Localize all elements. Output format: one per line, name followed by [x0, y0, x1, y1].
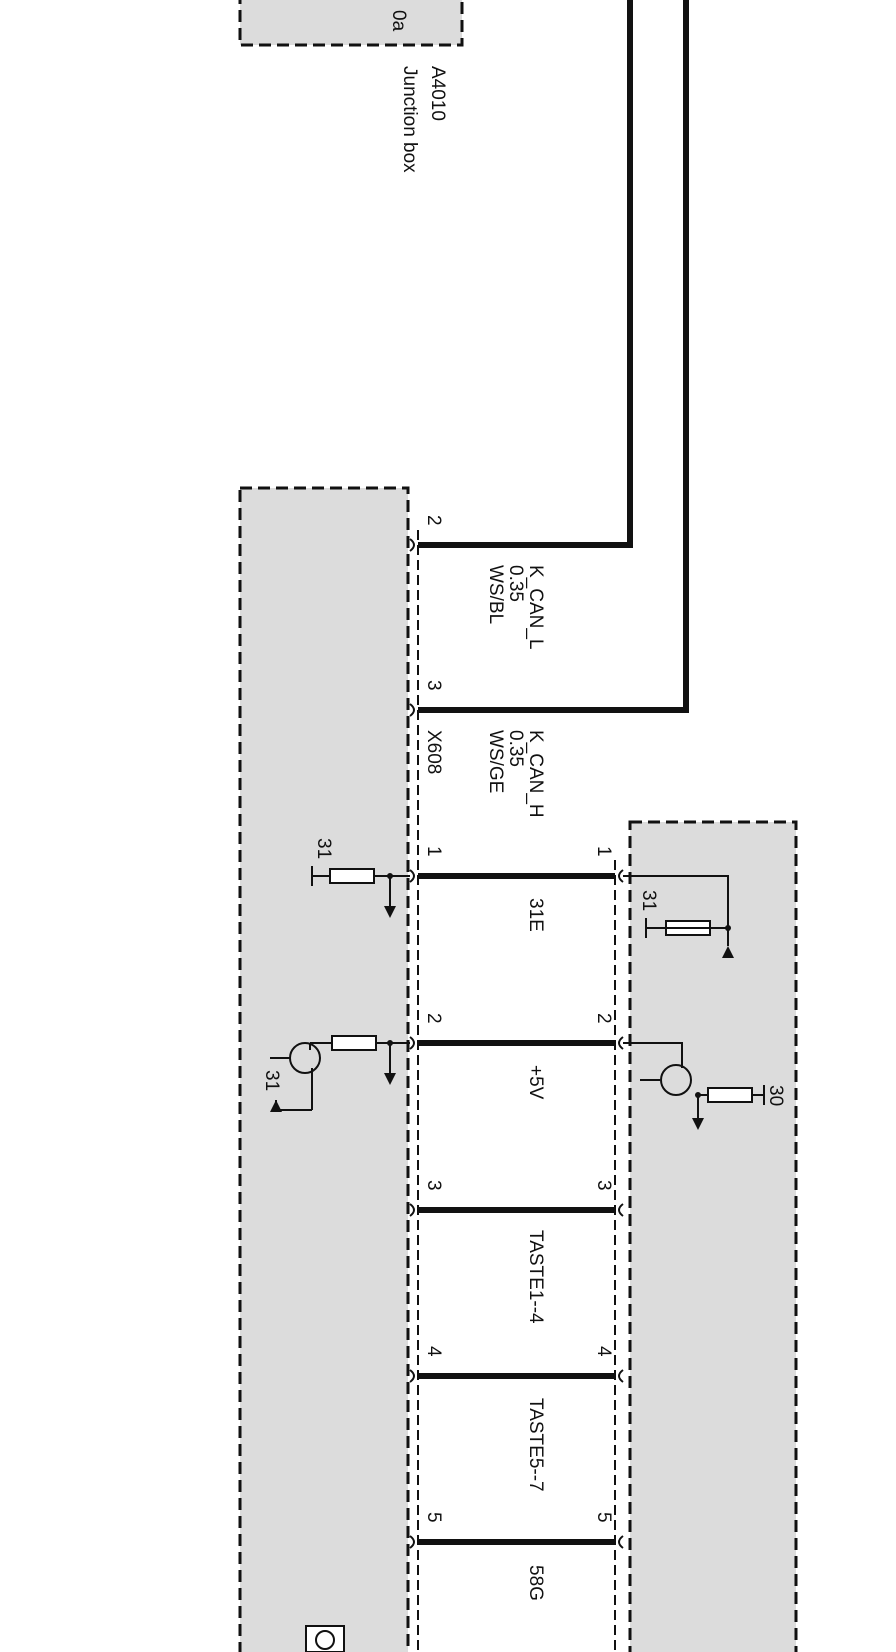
- ground-arrow-icon: [384, 906, 396, 918]
- resistor-icon: [331, 1035, 377, 1051]
- bus-wires: [418, 873, 615, 1545]
- pin-marker-2: [409, 1036, 624, 1050]
- can-h-color: WS/GE: [485, 730, 506, 793]
- resistor-icon: [329, 868, 375, 884]
- bus-pin-markers: [409, 869, 624, 1549]
- pin-marker-4: [409, 1369, 624, 1383]
- ground-arrow-icon: [384, 1073, 396, 1085]
- transistor-icon: [660, 1064, 692, 1096]
- junction-box-id: A4010: [427, 66, 448, 121]
- left-31-top: 31: [313, 838, 334, 859]
- signal-58g: 58G: [525, 1565, 546, 1601]
- signal-taste5-7: TASTE5--7: [525, 1398, 546, 1492]
- right-pin2-circuit: [623, 1042, 765, 1130]
- component-symbol-icon: [305, 1625, 345, 1652]
- right-pin1-circuit: [623, 875, 734, 958]
- can-l-pin: 2: [423, 515, 444, 526]
- ground-arrow-icon: [270, 1100, 282, 1112]
- pin-marker-3: [409, 1203, 624, 1217]
- can-h-pin: 3: [423, 680, 444, 691]
- left-pin-5: 5: [423, 1512, 444, 1523]
- k-can-l-wire: [418, 0, 633, 548]
- right-pin-4: 4: [593, 1346, 614, 1357]
- can-l-color: WS/BL: [485, 565, 506, 624]
- can-h-gauge: 0.35: [505, 730, 526, 767]
- connector-label: X608: [423, 730, 444, 774]
- left-module-outline: [238, 486, 410, 1652]
- left-pin2-circuit: [270, 1035, 410, 1112]
- can-l-gauge: 0.35: [505, 565, 526, 602]
- can-h-signal: K_CAN_H: [525, 730, 546, 818]
- right-pin-1: 1: [593, 846, 614, 857]
- pin-marker-can-h: [409, 703, 415, 717]
- can-l-signal: K_CAN_L: [525, 565, 546, 650]
- right-pin-2: 2: [593, 1013, 614, 1024]
- left-31-transistor: 31: [261, 1070, 282, 1091]
- left-pin1-circuit: [311, 866, 410, 918]
- right-31: 31: [638, 890, 659, 911]
- left-pin-1: 1: [423, 846, 444, 857]
- ground-arrow-icon: [722, 946, 734, 958]
- signal-31e: 31E: [525, 898, 546, 932]
- signal-taste1-4: TASTE1--4: [525, 1230, 546, 1324]
- right-module-outline: [628, 820, 798, 1652]
- right-pin-3: 3: [593, 1180, 614, 1191]
- signal-5v: +5V: [525, 1065, 546, 1100]
- pin-marker-1: [409, 869, 624, 883]
- left-pin-3: 3: [423, 1180, 444, 1191]
- left-pin-4: 4: [423, 1346, 444, 1357]
- junction-box-outline: [238, 0, 464, 47]
- ground-arrow-icon: [692, 1118, 704, 1130]
- pin-marker-5: [409, 1535, 624, 1549]
- right-pin-5: 5: [593, 1512, 614, 1523]
- left-pin-2: 2: [423, 1013, 444, 1024]
- right-30: 30: [765, 1085, 786, 1106]
- pin-marker-can-l: [409, 538, 415, 552]
- junction-box-name: Junction box: [399, 66, 420, 173]
- junction-box-pin-label: 0a: [388, 10, 409, 32]
- k-can-h-wire: [418, 0, 689, 713]
- resistor-icon: [707, 1087, 753, 1103]
